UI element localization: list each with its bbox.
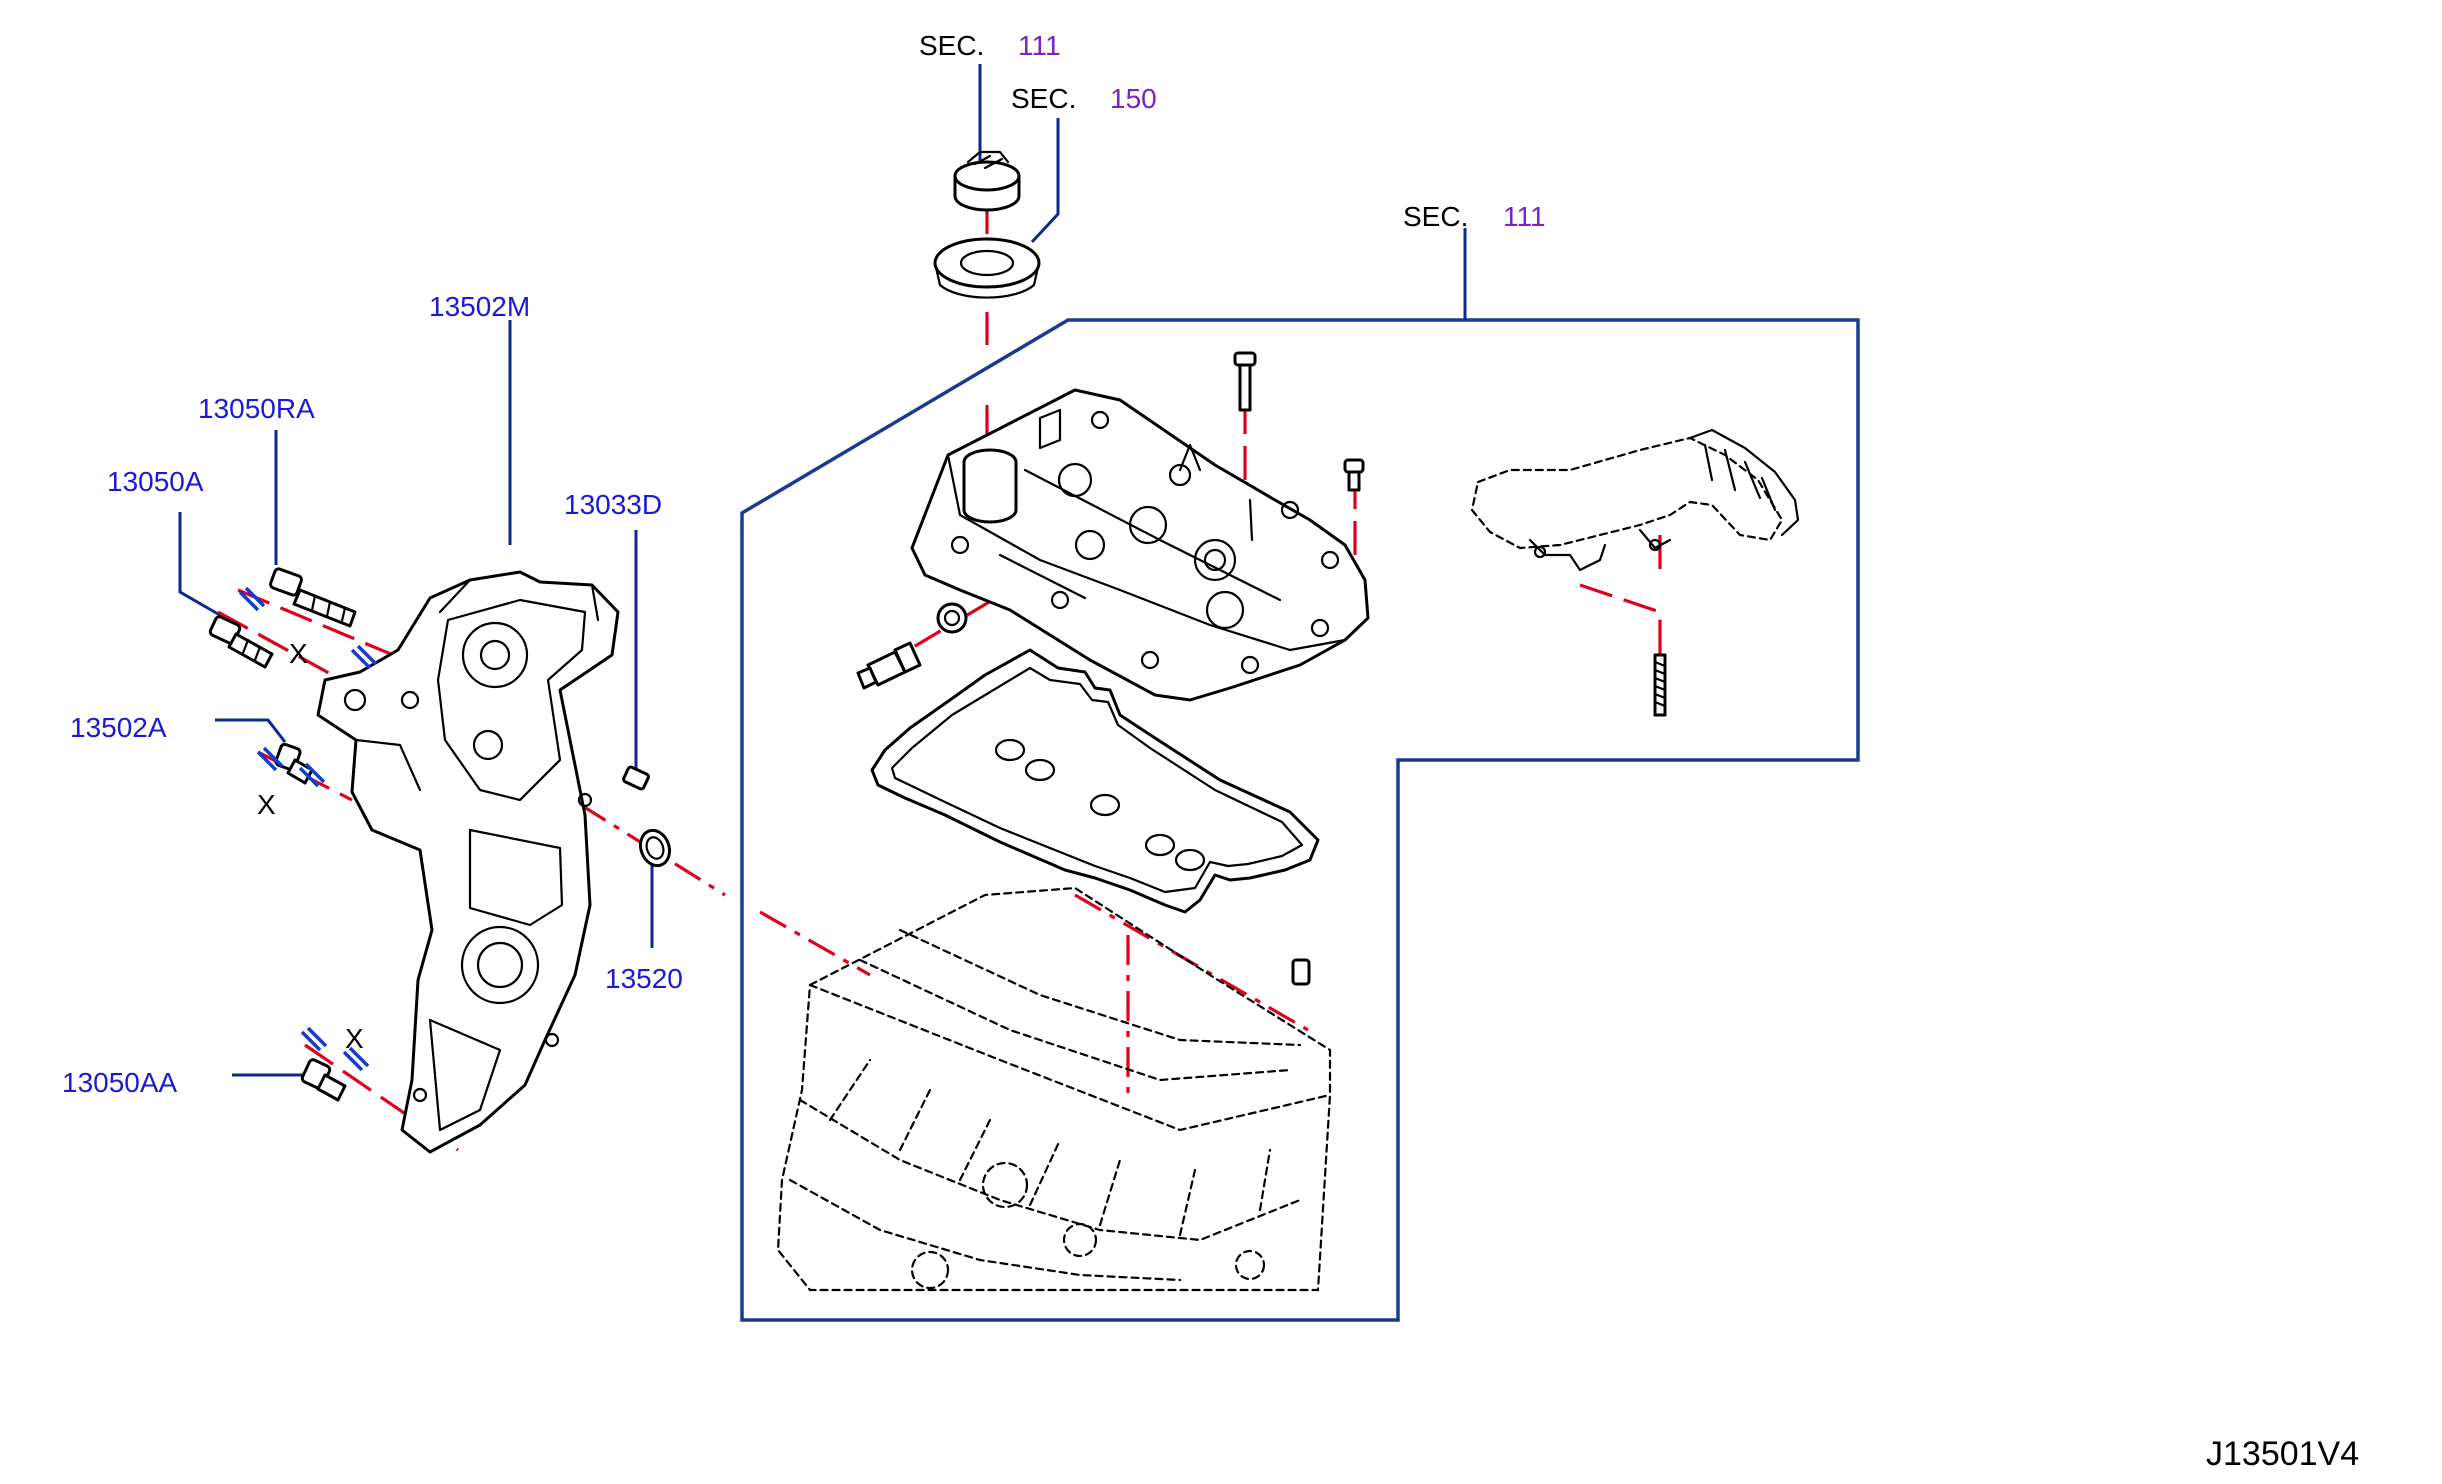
part-label-13502A[interactable]: 13502A	[70, 712, 167, 743]
bolt-13050RA	[269, 567, 357, 628]
oil-filler-seal	[933, 237, 1041, 299]
part-label-13050RA[interactable]: 13050RA	[198, 393, 315, 424]
part-label-13050A[interactable]: 13050A	[107, 466, 204, 497]
sensor	[856, 641, 922, 690]
sec-prefix: SEC.	[1403, 201, 1468, 232]
cylinder-block-phantom	[776, 886, 1332, 1292]
sec-ref-150: SEC. 150	[1011, 83, 1157, 114]
grommet	[936, 602, 968, 634]
oil-filler-cap	[953, 150, 1021, 212]
x-mark: X	[289, 638, 308, 669]
rocker-cover	[910, 388, 1370, 702]
front-timing-cover	[316, 570, 620, 1154]
centerline-front-cover	[484, 743, 726, 897]
sec-prefix: SEC.	[919, 30, 984, 61]
part-label-13520[interactable]: 13520	[605, 963, 683, 994]
x-mark: X	[257, 789, 276, 820]
sec-ref-111-top: SEC. 111	[919, 30, 1061, 61]
section-boundary-frame	[740, 318, 1860, 1322]
sec-ref-111-right: SEC. 111	[1403, 201, 1546, 232]
tighten-marks	[238, 586, 378, 1072]
part-label-13033D[interactable]: 13033D	[564, 489, 662, 520]
sec-number: 150	[1110, 83, 1157, 114]
centerline-sensor	[899, 543, 1086, 657]
centerline-13050RA	[237, 588, 406, 662]
sec-number: 111	[1503, 201, 1546, 232]
cover-bolt-short	[1343, 458, 1365, 492]
cover-bolt-long	[1233, 351, 1257, 412]
diagram-id: J13501V4	[2206, 1435, 2359, 1473]
oil-seal-13520	[638, 828, 672, 868]
part-label-13502M[interactable]: 13502M	[429, 291, 530, 322]
centerline-front-cover-lower	[759, 910, 871, 977]
bolt-13050A	[208, 615, 274, 669]
dowel-13033D	[622, 765, 650, 791]
leader-sec-150	[1030, 118, 1060, 244]
centerline-cover-bolt	[1243, 400, 1357, 585]
sec-prefix: SEC.	[1011, 83, 1076, 114]
leader-13502A	[215, 718, 287, 743]
stud-bolt	[1653, 653, 1667, 717]
sec-number: 111	[1018, 30, 1061, 61]
block-dowel	[1291, 958, 1311, 986]
leader-13050A	[178, 512, 226, 620]
pcv-hose	[1470, 428, 1800, 572]
bolt-13050AA	[300, 1058, 347, 1102]
part-label-13050AA[interactable]: 13050AA	[62, 1067, 178, 1098]
rocker-cover-gasket	[870, 648, 1320, 914]
x-mark: X	[345, 1023, 364, 1054]
centerline-hose	[1579, 535, 1662, 700]
